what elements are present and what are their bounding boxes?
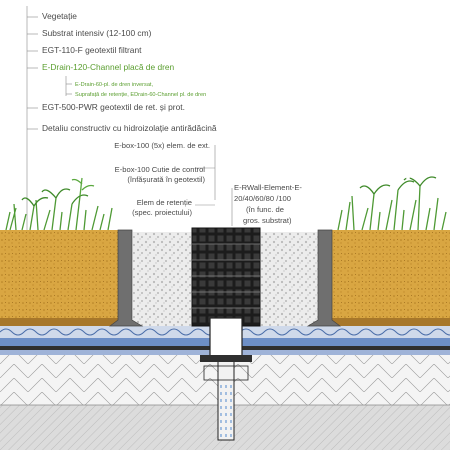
filter-fleece-left [0, 318, 122, 326]
label-retention-1: Elem de retenție [137, 198, 192, 207]
label-drain-sub2: Suprafață de retenție, EDrain-60-Channel… [75, 92, 206, 98]
vegetation-left [5, 177, 113, 231]
rwall-right [306, 229, 342, 327]
substrate-left [0, 230, 122, 326]
vegetation-right [337, 176, 447, 231]
label-filter-geotextile: EGT-110-F geotextil filtrant [42, 45, 142, 55]
label-drain-sub1: E-Drain-60-pl. de dren inversat, [75, 82, 153, 88]
label-retention-2: (spec. proiectului) [132, 208, 192, 217]
label-protection-geotextile: EGT-500-PWR geotextil de ret. și prot. [42, 102, 185, 112]
label-ebox-control-1: E-box-100 Cutie de control [115, 165, 206, 174]
label-constructive-detail: Detaliu constructiv cu hidroizolație ant… [42, 123, 217, 133]
label-substrate: Substrat intensiv (12-100 cm) [42, 28, 152, 38]
vegetation-right-flowers [394, 170, 410, 184]
vegetation-left-flowers [38, 175, 54, 190]
label-rwall-3: (în func. de [246, 205, 284, 214]
leader-lines [26, 6, 233, 230]
substrate-right [330, 230, 450, 326]
drain-outlet [200, 317, 252, 441]
ebox-stack [191, 227, 261, 327]
label-vegetation: Vegetație [42, 11, 77, 21]
label-rwall-4: gros. substrat) [243, 216, 292, 225]
label-ebox-control-2: (înfășurată în geotextil) [127, 175, 205, 184]
label-rwall-1: E-RWall-Element-E- [234, 183, 302, 192]
filter-fleece-right [330, 318, 450, 326]
rwall-left [108, 229, 144, 327]
label-ebox-extension: E-box-100 (5x) elem. de ext. [114, 141, 210, 150]
label-rwall-2: 20/40/60/80 /100 [234, 194, 291, 203]
label-drain-channel: E-Drain-120-Channel placă de dren [42, 62, 175, 72]
